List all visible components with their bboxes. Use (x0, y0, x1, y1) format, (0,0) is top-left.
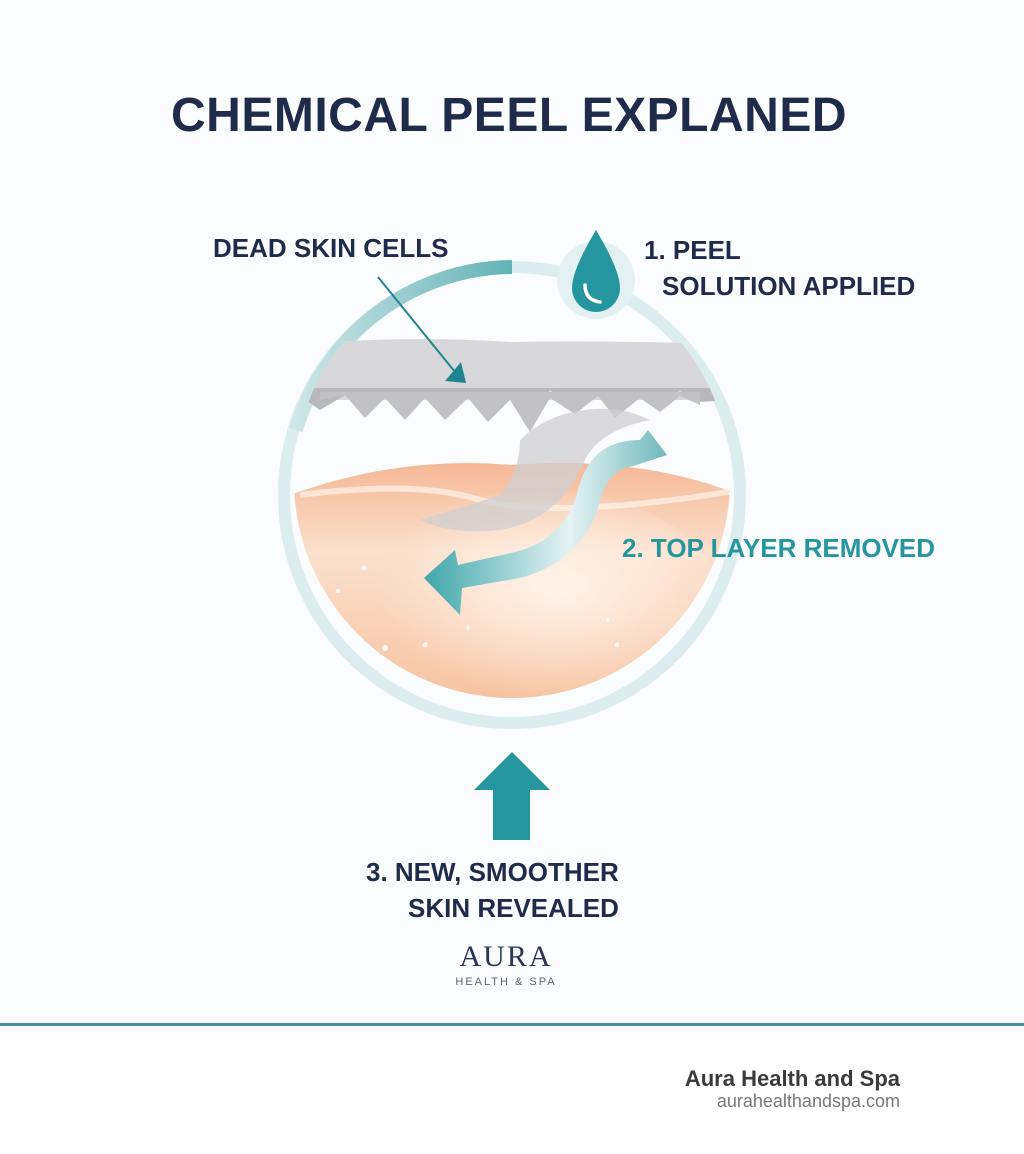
logo-wordmark: AURA (459, 940, 553, 973)
footer-website-link[interactable]: aurahealthandspa.com (716, 1091, 900, 1111)
step1-line2: SOLUTION APPLIED (662, 271, 916, 301)
step3-label: 3. NEW, SMOOTHER SKIN REVEALED (366, 854, 619, 926)
footer: Aura Health and Spa aurahealthandspa.com (0, 1026, 1024, 1154)
pointer-arrow-icon (377, 276, 456, 373)
progress-arc (289, 260, 513, 432)
footer-divider (0, 1023, 1024, 1026)
curved-arrow-icon (424, 430, 667, 615)
up-arrow-icon (474, 752, 550, 840)
peeling-flake (420, 408, 650, 532)
logo-subtitle: HEALTH & SPA (455, 976, 557, 988)
brand-logo: AURA HEALTH & SPA (0, 940, 1012, 988)
step1-line1: 1. PEEL (644, 235, 741, 265)
dead-skin-layer (294, 339, 730, 400)
step2-label: 2. TOP LAYER REMOVED (622, 533, 936, 563)
dead-skin-label: DEAD SKIN CELLS (213, 233, 449, 263)
step3-line2: SKIN REVEALED (408, 893, 619, 923)
page-title: CHEMICAL PEEL EXPLANED (171, 89, 847, 142)
footer-company-name: Aura Health and Spa (684, 1066, 900, 1091)
water-drop-icon (572, 230, 620, 312)
step1-label: 1. PEEL SOLUTION APPLIED (644, 232, 915, 304)
step3-line1: 3. NEW, SMOOTHER (366, 857, 619, 887)
